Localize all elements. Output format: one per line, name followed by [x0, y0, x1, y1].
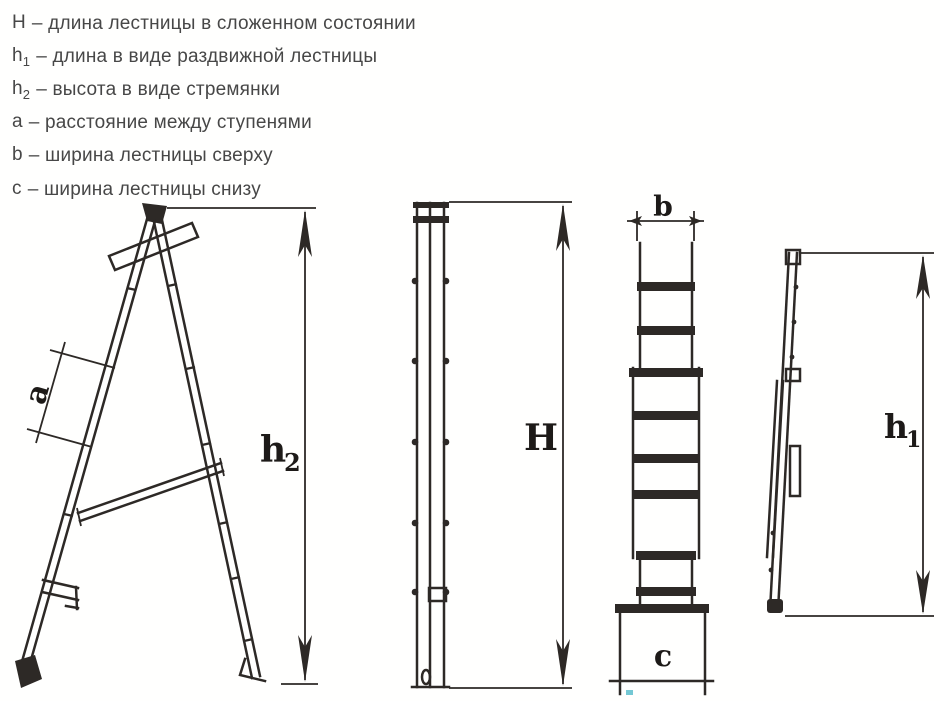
dim-label-h1-sub: 1: [906, 427, 921, 453]
legend-item-h1: h1 – длина в виде раздвижной лестницы: [12, 40, 416, 73]
top-cap: [784, 248, 802, 266]
legend-text: – ширина лестницы снизу: [27, 178, 261, 200]
arrow-down-icon: [556, 639, 570, 686]
stepladder-right-foot: [238, 657, 267, 683]
dimension-h1: h 1: [785, 252, 934, 617]
arrow-down-icon: [298, 635, 312, 682]
rung-end-bumps: [411, 277, 450, 596]
arrow-up-icon: [916, 255, 930, 299]
legend-item-b: b – ширина лестницы сверху: [12, 140, 416, 173]
leg-bracket: [40, 578, 80, 611]
arrow-up-icon: [556, 204, 570, 251]
slide-lock: [788, 444, 802, 498]
scan-artifact: [626, 690, 633, 695]
legend-symbol: h1: [12, 44, 31, 69]
arrow-down-icon: [916, 570, 930, 614]
stepladder-left-foot: [15, 655, 42, 688]
dim-label-h1: h: [884, 407, 908, 446]
arrow-up-icon: [298, 210, 312, 257]
dim-label-c: c: [654, 639, 672, 674]
rung-end-bumps: [768, 284, 799, 573]
legend-symbol: a: [12, 111, 23, 133]
dimension-b: b: [627, 190, 704, 241]
arrow-left-icon: [629, 216, 642, 226]
legend-item-H: H – длина лестницы в сложенном состоянии: [12, 7, 416, 40]
legend-text: – ширина лестницы сверху: [28, 145, 273, 167]
legend-symbol: c: [12, 177, 22, 199]
dim-label-h2: h: [260, 429, 286, 471]
legend-item-a: a – расстояние между ступенями: [12, 107, 416, 140]
legend-symbol: b: [12, 144, 23, 166]
dim-label-h2-sub: 2: [284, 448, 301, 477]
dim-label-H: H: [524, 417, 558, 459]
dimension-H: H: [449, 201, 572, 689]
dim-label-b: b: [653, 190, 673, 223]
legend-text: – длина в виде раздвижной лестницы: [36, 45, 378, 67]
folded-ladder-view: H: [410, 201, 572, 689]
legend-text: – длина лестницы в сложенном состоянии: [31, 12, 416, 34]
legend-text: – высота в виде стремянки: [36, 78, 281, 100]
legend-symbol: H: [12, 11, 26, 33]
legend-text: – расстояние между ступенями: [28, 112, 312, 134]
cross-brace: [76, 457, 225, 527]
rung-ticks: [63, 282, 254, 643]
section-bracket: [784, 367, 802, 383]
stepladder-view: a h 2: [15, 203, 318, 688]
foot: [767, 599, 783, 613]
dimension-a: a: [18, 341, 116, 448]
dimension-legend: H – длина лестницы в сложенном состоянии…: [12, 7, 416, 206]
base-bar: [615, 604, 709, 613]
legend-item-c: c – ширина лестницы снизу: [12, 173, 416, 206]
dim-label-a: a: [18, 380, 57, 408]
legend-symbol: h2: [12, 78, 31, 102]
slide-clamp: [427, 586, 448, 603]
side-extension-view: h 1: [765, 248, 934, 617]
dimension-h2: h 2: [167, 207, 318, 685]
front-extension-view: b c: [608, 190, 715, 696]
legend-item-h2: h2 – высота в виде стремянки: [12, 73, 416, 106]
arrow-right-icon: [689, 216, 702, 226]
